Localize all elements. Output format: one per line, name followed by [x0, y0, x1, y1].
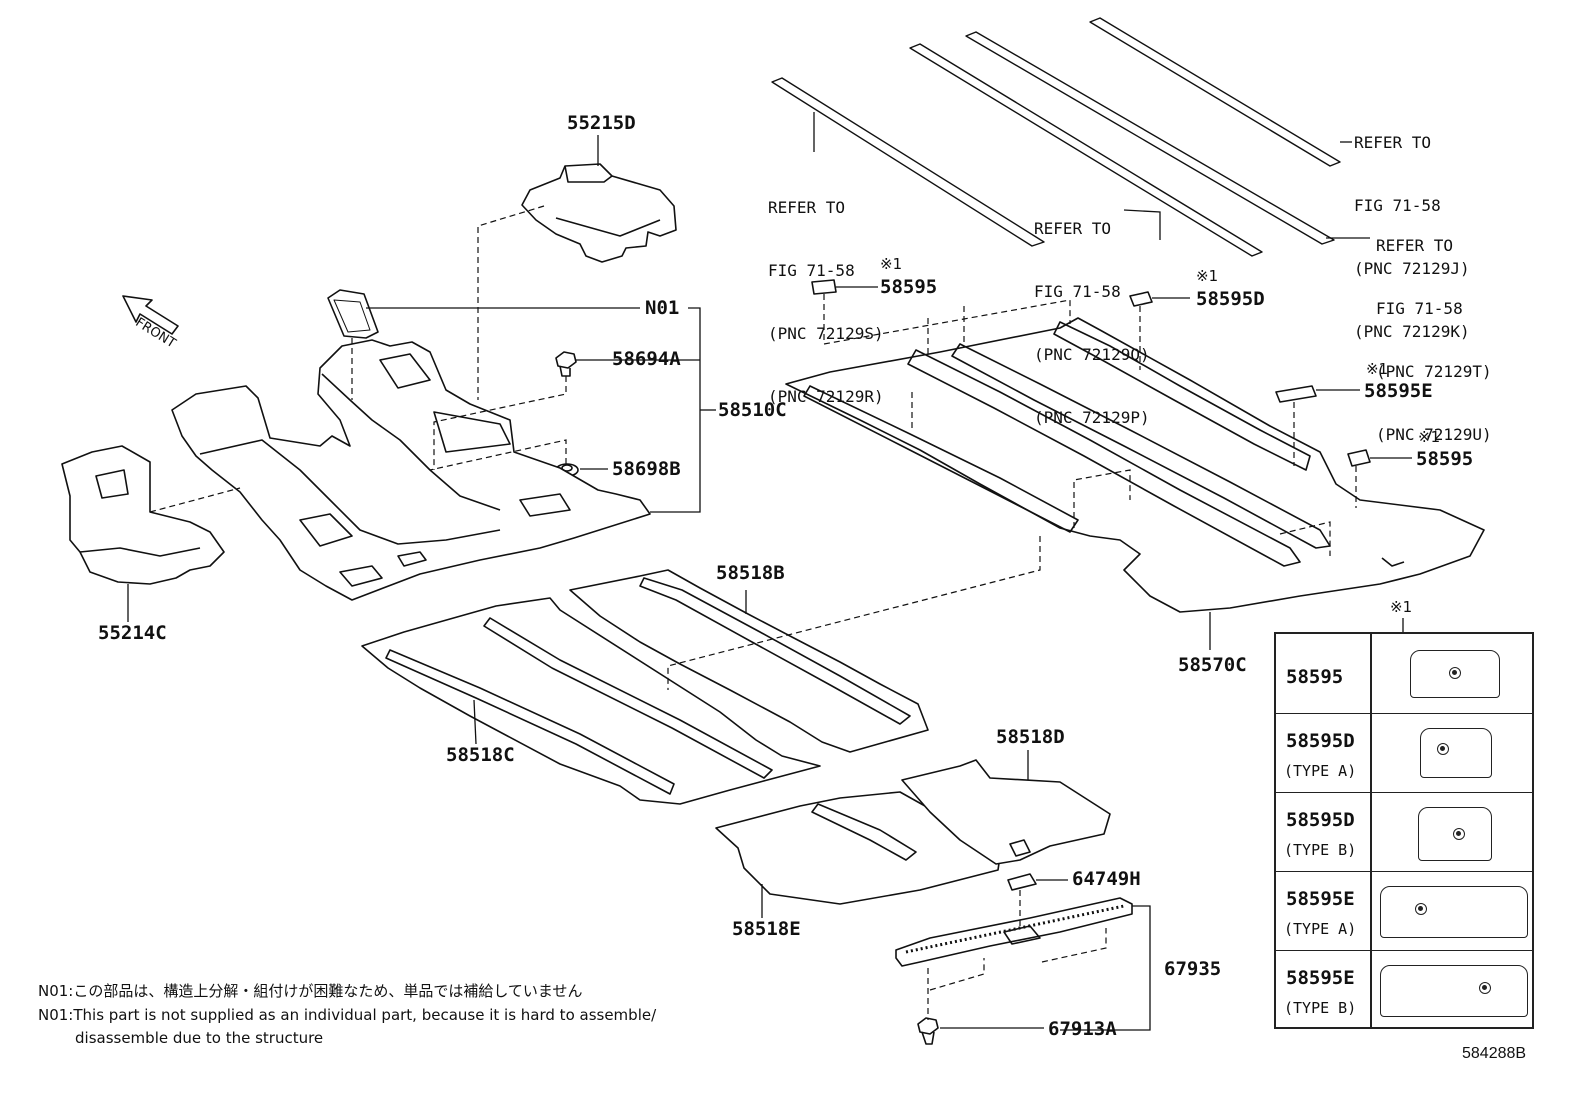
label-67913A: 67913A — [1048, 1018, 1117, 1040]
refer-note-4-line-4: (PNC 72129U) — [1376, 425, 1492, 444]
part-58595-tag-b-shape — [1347, 449, 1371, 467]
figure-id: 584288B — [1462, 1045, 1527, 1062]
label-58518C: 58518C — [446, 744, 515, 766]
label-58518B: 58518B — [716, 562, 785, 584]
front-arrow-icon — [122, 295, 179, 335]
part-55215D-shape — [521, 163, 677, 263]
refer-note-2: REFER TO FIG 71-58 (PNC 72129Q) (PNC 721… — [1034, 176, 1150, 449]
parts-table-code: 58595D — [1286, 809, 1355, 831]
label-55215D: 55215D — [567, 112, 636, 134]
label-58570C: 58570C — [1178, 654, 1247, 676]
bolt-hole-icon — [1449, 667, 1461, 679]
label-58518E: 58518E — [732, 918, 801, 940]
label-58698B: 58698B — [612, 458, 681, 480]
refer-note-2-line-1: REFER TO — [1034, 219, 1112, 238]
note-mark-3: ※1 — [1366, 360, 1389, 378]
parts-variant-table: 58595 58595D (TYPE A) 58595D (TYPE B) 58… — [1274, 632, 1534, 1029]
table-note-mark: ※1 — [1390, 598, 1413, 616]
parts-table-type: (TYPE B) — [1284, 841, 1357, 859]
part-67913A-clip-shape — [917, 1017, 939, 1045]
refer-note-4-line-2: FIG 71-58 — [1376, 299, 1463, 318]
label-N01: N01 — [645, 297, 680, 319]
part-58510C-front-carpet-shape — [171, 339, 651, 601]
refer-note-4: REFER TO FIG 71-58 (PNC 72129T) (PNC 721… — [1376, 193, 1492, 466]
refer-note-2-line-3: (PNC 72129Q) — [1034, 345, 1150, 364]
part-58694A-clip-shape — [555, 351, 577, 377]
part-64749H-clip-shape — [1007, 873, 1037, 891]
tag-shape-58595E-type-a — [1380, 886, 1528, 938]
parts-table-row: 58595D (TYPE A) — [1276, 713, 1532, 792]
parts-table-code: 58595E — [1286, 888, 1355, 910]
note-mark-1: ※1 — [880, 255, 903, 273]
parts-table-type: (TYPE B) — [1284, 999, 1357, 1017]
refer-note-2-line-4: (PNC 72129P) — [1034, 408, 1150, 427]
label-58518D: 58518D — [996, 726, 1065, 748]
part-55214C-side-pad-shape — [61, 445, 225, 585]
parts-table-row: 58595D (TYPE B) — [1276, 792, 1532, 871]
refer-note-3-line-3: (PNC 72129J) — [1354, 259, 1470, 278]
weatherstrip-rods-shape — [771, 17, 1341, 257]
parts-table-row: 58595 — [1276, 634, 1532, 713]
bolt-hole-icon — [1437, 743, 1449, 755]
refer-note-4-line-1: REFER TO — [1376, 236, 1454, 255]
parts-table-row: 58595E (TYPE A) — [1276, 871, 1532, 950]
footnote-japanese: N01:この部品は、構造上分解・組付けが困難なため、単品では補給していません — [38, 982, 583, 1000]
part-N01-pad-shape — [327, 289, 379, 339]
part-58518D-mat-shape — [901, 759, 1111, 865]
part-67935-scuff-plate-shape — [895, 897, 1133, 967]
refer-note-3-line-1: REFER TO — [1354, 133, 1432, 152]
label-55214C: 55214C — [98, 622, 167, 644]
part-58518C-mat-shape — [361, 597, 821, 805]
note-mark-4: ※1 — [1418, 428, 1441, 446]
refer-note-1-line-3: (PNC 72129S) — [768, 324, 884, 343]
refer-note-4-line-3: (PNC 72129T) — [1376, 362, 1492, 381]
part-58518E-mat-shape — [715, 791, 1001, 905]
note-mark-2: ※1 — [1196, 267, 1219, 285]
tag-shape-58595D-type-b — [1418, 807, 1492, 861]
label-64749H: 64749H — [1072, 868, 1141, 890]
parts-table-type: (TYPE A) — [1284, 762, 1357, 780]
refer-note-1: REFER TO FIG 71-58 (PNC 72129S) (PNC 721… — [768, 155, 884, 428]
parts-table-code: 58595 — [1286, 666, 1344, 688]
parts-table-row: 58595E (TYPE B) — [1276, 950, 1532, 1029]
refer-note-1-line-1: REFER TO — [768, 198, 846, 217]
label-67935: 67935 — [1164, 958, 1222, 980]
part-58595E-tag-shape — [1275, 385, 1317, 403]
tag-shape-58595D-type-a — [1420, 728, 1492, 778]
parts-table-type: (TYPE A) — [1284, 920, 1357, 938]
leader-lines — [127, 112, 1412, 1031]
bolt-hole-icon — [1415, 903, 1427, 915]
part-58518B-mat-shape — [569, 569, 929, 753]
part-58570C-rear-carpet-shape — [785, 317, 1485, 613]
parts-table-code: 58595D — [1286, 730, 1355, 752]
part-58595-tag-a-shape — [811, 279, 837, 295]
bolt-hole-icon — [1479, 982, 1491, 994]
label-58510C: 58510C — [718, 399, 787, 421]
label-58595E: 58595E — [1364, 380, 1433, 402]
refer-note-1-line-4: (PNC 72129R) — [768, 387, 884, 406]
refer-note-1-line-2: FIG 71-58 — [768, 261, 855, 280]
label-58694A: 58694A — [612, 348, 681, 370]
part-58595D-tag-shape — [1129, 291, 1153, 307]
tag-shape-58595 — [1410, 650, 1500, 698]
label-58595-a: 58595 — [880, 276, 938, 298]
refer-note-3: REFER TO FIG 71-58 (PNC 72129J) (PNC 721… — [1354, 90, 1470, 363]
refer-note-3-line-2: FIG 71-58 — [1354, 196, 1441, 215]
footnote-english-line-2: disassemble due to the structure — [75, 1029, 324, 1047]
tag-shape-58595E-type-b — [1380, 965, 1528, 1017]
footnote-english-line-1: N01:This part is not supplied as an indi… — [38, 1006, 657, 1024]
refer-note-2-line-2: FIG 71-58 — [1034, 282, 1121, 301]
label-58595-b: 58595 — [1416, 448, 1474, 470]
assembly-dashed-lines — [149, 205, 1357, 1020]
parts-table-code: 58595E — [1286, 967, 1355, 989]
bolt-hole-icon — [1453, 828, 1465, 840]
refer-note-3-line-4: (PNC 72129K) — [1354, 322, 1470, 341]
parts-table-column-divider — [1370, 634, 1372, 1027]
label-58595D: 58595D — [1196, 288, 1265, 310]
